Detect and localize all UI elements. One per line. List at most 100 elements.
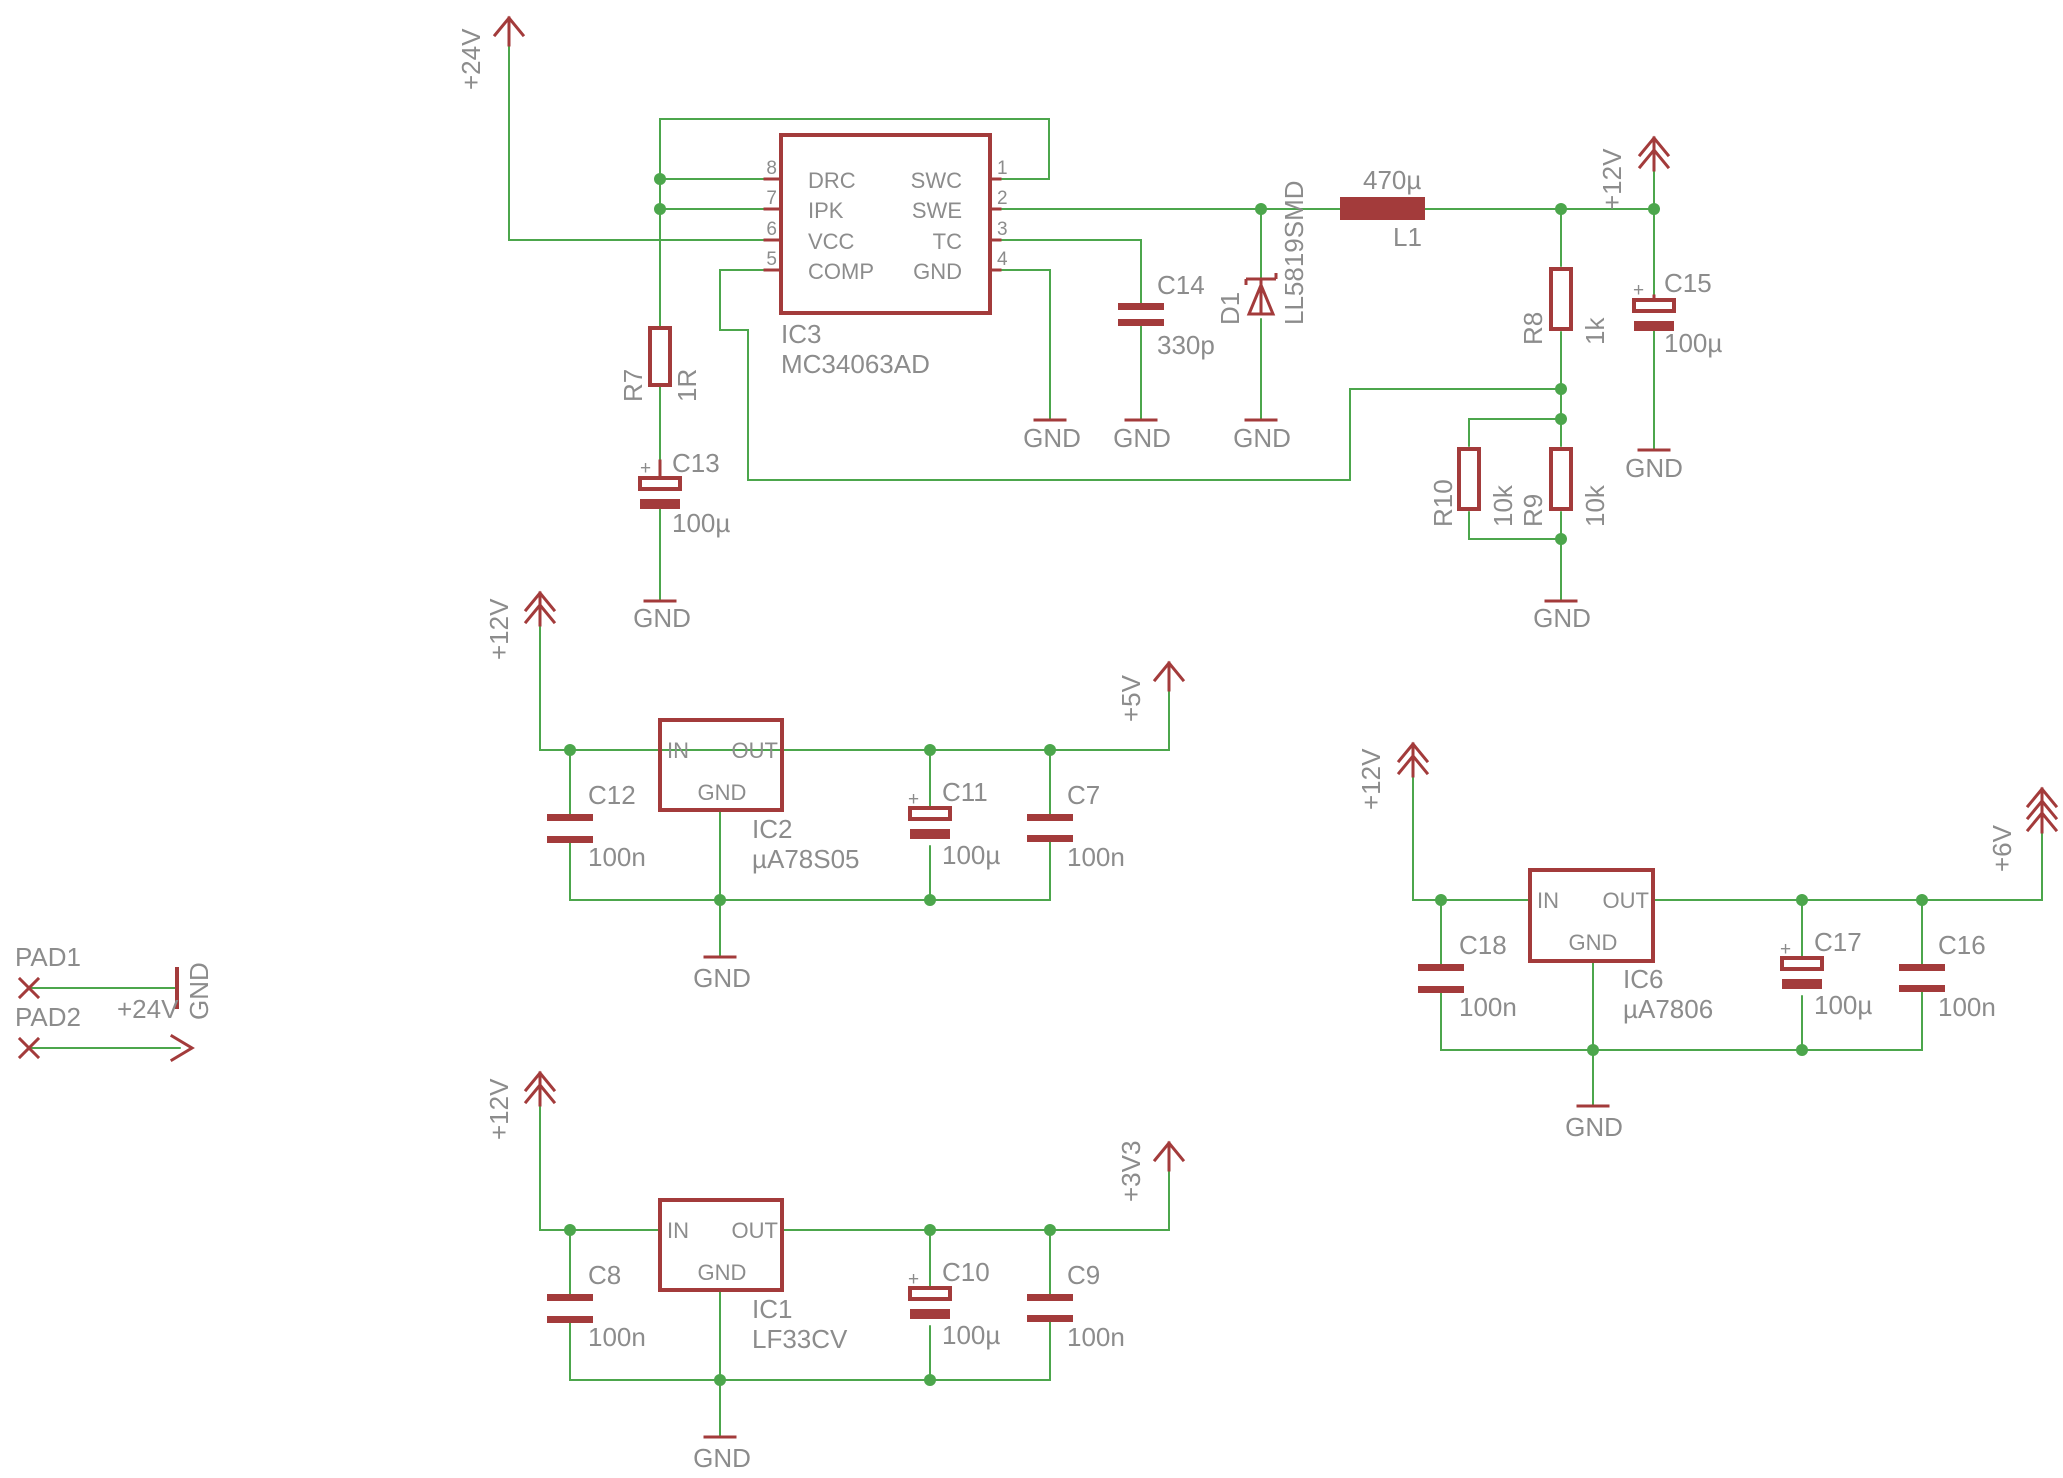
d1-schottky-diode: D1 LL5819SMD — [1215, 180, 1309, 325]
gnd-label-ic3: GND — [1023, 423, 1081, 453]
r7-value: 1R — [672, 369, 702, 402]
net-label-3v3: +3V3 — [1116, 1141, 1146, 1202]
l1-value: 470µ — [1363, 165, 1421, 195]
c14-capacitor: C14 330p — [1118, 270, 1215, 360]
r10-name: R10 — [1428, 479, 1458, 527]
c11-value: 100µ — [942, 840, 1000, 870]
c10-name: C10 — [942, 1257, 990, 1287]
c7-name: C7 — [1067, 780, 1100, 810]
c16-capacitor: C16 100n — [1899, 930, 1996, 1022]
ic3-pin-drc: DRC — [808, 168, 856, 193]
c16-name: C16 — [1938, 930, 1986, 960]
pad1-net-gnd: GND — [184, 962, 214, 1020]
c17-value: 100µ — [1814, 990, 1872, 1020]
supply-12v-6v-reg: +12V — [1356, 741, 1430, 810]
gnd-label-c15: GND — [1625, 453, 1683, 483]
gnd-label-d1: GND — [1233, 423, 1291, 453]
ic3-switching-regulator: DRC IPK VCC COMP SWC SWE TC GND 8 7 6 5 … — [763, 133, 1008, 379]
ic2-name: IC2 — [752, 814, 792, 844]
c13-name: C13 — [672, 448, 720, 478]
gnd-label-ic1: GND — [693, 1443, 751, 1473]
gnd-label-r9: GND — [1533, 603, 1591, 633]
net-label-12v-3v3-reg: +12V — [484, 1078, 514, 1140]
c10-polarity: + — [908, 1269, 919, 1290]
c14-name: C14 — [1157, 270, 1205, 300]
ic3-pin-num-3: 3 — [997, 219, 1008, 240]
c11-name: C11 — [942, 777, 988, 807]
ic3-pin-comp: COMP — [808, 259, 874, 284]
r8-value: 1k — [1580, 317, 1610, 345]
c13-polarity: + — [640, 458, 651, 479]
net-label-12v-top: +12V — [1597, 148, 1627, 210]
supply-5v: +5V — [1116, 660, 1186, 722]
c12-name: C12 — [588, 780, 636, 810]
ic1-value: LF33CV — [752, 1324, 848, 1354]
c9-value: 100n — [1067, 1322, 1125, 1352]
pad2-cross-icon — [17, 1036, 41, 1060]
net-label-12v-5v-reg: +12V — [484, 598, 514, 660]
supply-12v-3v3-reg: +12V — [484, 1070, 557, 1140]
c12-capacitor: C12 100n — [547, 780, 646, 872]
ic6-value: µA7806 — [1623, 994, 1713, 1024]
ic6-linear-regulator: IN OUT GND IC6 µA7806 — [1528, 868, 1713, 1024]
r7-resistor: R7 1R — [618, 326, 702, 402]
net-label-5v: +5V — [1116, 674, 1146, 722]
pad1-label: PAD1 — [15, 942, 81, 972]
c17-polarity: + — [1780, 939, 1791, 960]
wires — [29, 44, 2043, 1438]
supply-6v: +6V — [1987, 786, 2059, 872]
ic1-pin-out: OUT — [732, 1218, 778, 1243]
c8-name: C8 — [588, 1260, 621, 1290]
net-label-12v-6v-reg: +12V — [1356, 748, 1386, 810]
ic3-pin-num-8: 8 — [766, 158, 777, 179]
ic3-pin-num-4: 4 — [997, 249, 1008, 270]
ic6-pin-gnd: GND — [1569, 930, 1618, 955]
ic2-value: µA78S05 — [752, 844, 860, 874]
c15-polarity: + — [1633, 280, 1644, 301]
c9-capacitor: C9 100n — [1027, 1260, 1125, 1352]
ic6-pin-in: IN — [1537, 888, 1559, 913]
c13-value: 100µ — [672, 508, 730, 538]
r7-name: R7 — [618, 369, 648, 402]
c12-value: 100n — [588, 842, 646, 872]
c15-name: C15 — [1664, 268, 1712, 298]
ic3-pin-vcc: VCC — [808, 229, 855, 254]
d1-name: D1 — [1215, 292, 1245, 325]
ic3-pin-tc: TC — [933, 229, 962, 254]
r8-resistor: R8 1k — [1518, 267, 1610, 345]
ic3-pin-ipk: IPK — [808, 198, 844, 223]
c8-capacitor: C8 100n — [547, 1260, 646, 1352]
c8-value: 100n — [588, 1322, 646, 1352]
gnd-symbols: GND GND GND GND GND GND GND GND GND — [633, 418, 1683, 1473]
ic3-pin-gnd: GND — [913, 259, 962, 284]
c13-capacitor: + C13 100µ — [638, 448, 730, 538]
ic3-pin-num-2: 2 — [997, 188, 1008, 209]
c17-capacitor: + C17 100µ — [1780, 927, 1872, 1020]
pad2-net-24v: +24V — [117, 994, 179, 1024]
gnd-label-ic6: GND — [1565, 1112, 1623, 1142]
c7-capacitor: C7 100n — [1027, 780, 1125, 872]
c14-value: 330p — [1157, 330, 1215, 360]
ic3-pin-num-1: 1 — [997, 158, 1008, 179]
r8-name: R8 — [1518, 312, 1548, 345]
c9-name: C9 — [1067, 1260, 1100, 1290]
junctions — [564, 173, 1928, 1386]
gnd-label-c14: GND — [1113, 423, 1171, 453]
l1-inductor: 470µ L1 — [1340, 165, 1425, 252]
supply-3v3: +3V3 — [1116, 1141, 1186, 1202]
ic2-linear-regulator: IN OUT GND IC2 µA78S05 — [658, 718, 860, 874]
r10-value: 10k — [1488, 484, 1518, 527]
ic1-pin-in: IN — [667, 1218, 689, 1243]
ic2-pin-gnd: GND — [698, 780, 747, 805]
c17-name: C17 — [1814, 927, 1862, 957]
c10-capacitor: + C10 100µ — [908, 1257, 1000, 1350]
ic2-pin-in: IN — [667, 738, 689, 763]
c15-capacitor: + C15 100µ — [1632, 268, 1722, 358]
ic3-pin-swc: SWC — [911, 168, 962, 193]
ic3-pin-num-7: 7 — [766, 188, 777, 209]
net-label-6v: +6V — [1987, 824, 2017, 872]
r10-resistor: R10 10k — [1428, 447, 1518, 527]
c18-name: C18 — [1459, 930, 1507, 960]
r9-resistor: R9 10k — [1518, 447, 1610, 527]
